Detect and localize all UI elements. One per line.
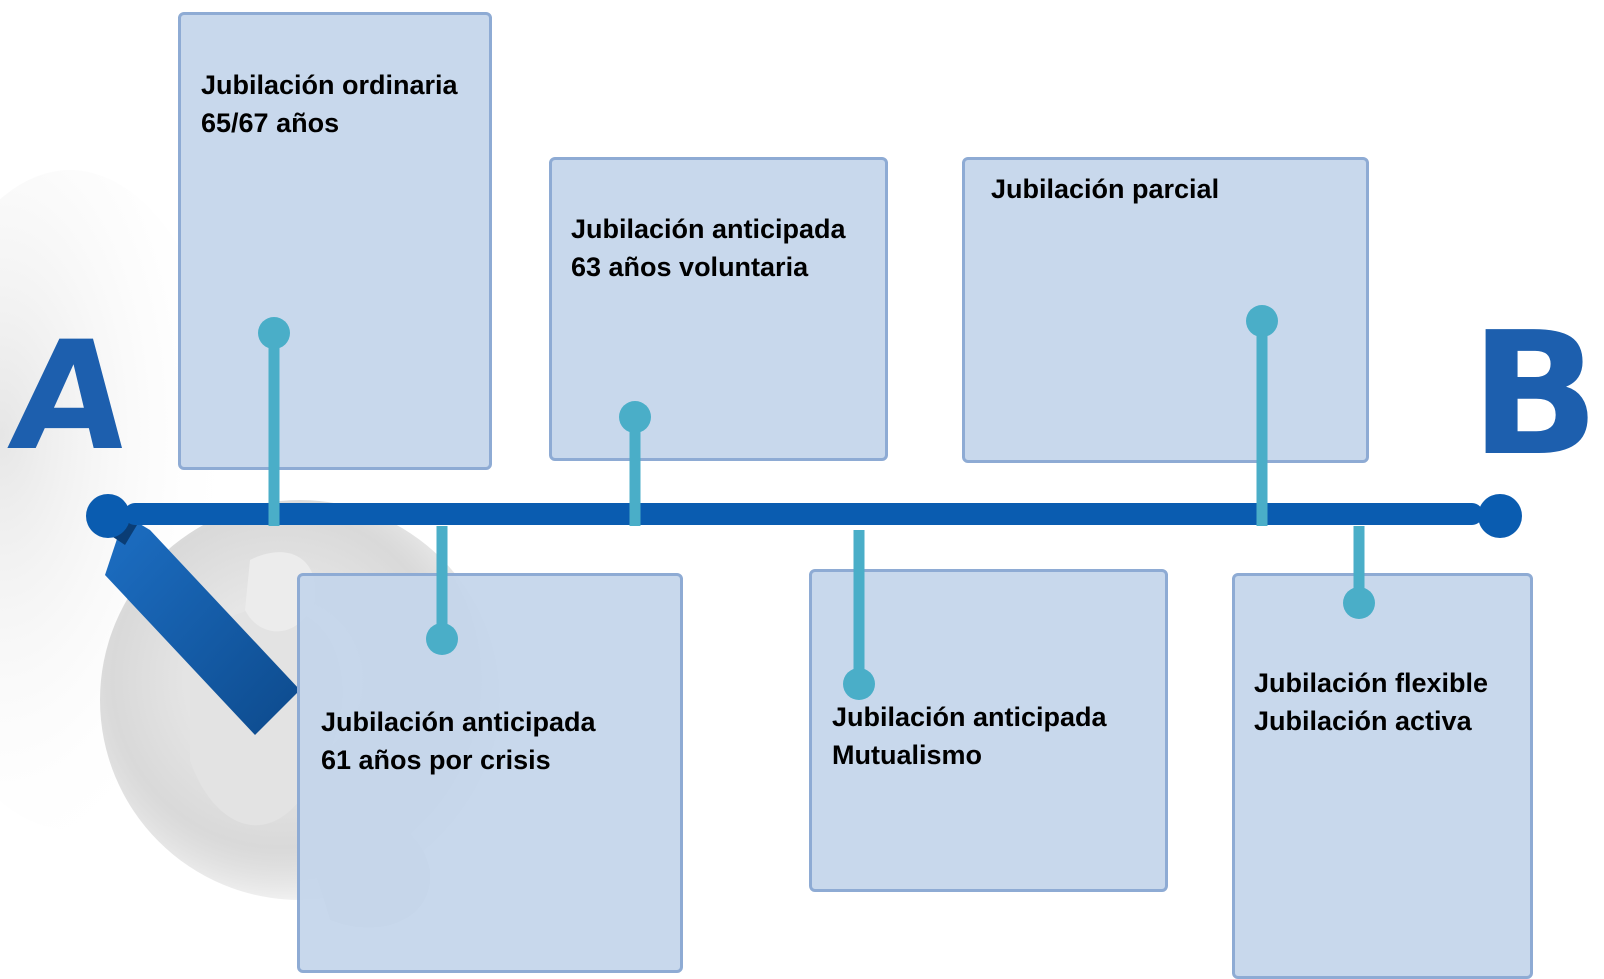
event-line: 63 años voluntaria — [571, 252, 809, 282]
event-line: Jubilación anticipada — [571, 214, 846, 244]
event-line: 65/67 años — [201, 108, 340, 138]
event-line: Jubilación anticipada — [321, 707, 596, 737]
event-card-anticipada-63 — [549, 157, 888, 461]
event-label-anticipada-61: Jubilación anticipada 61 años por crisis — [321, 703, 596, 779]
event-card-anticipada-61 — [297, 573, 683, 973]
event-label-anticipada-63: Jubilación anticipada 63 años voluntaria — [571, 210, 846, 286]
event-card-ordinaria — [178, 12, 492, 470]
event-card-parcial — [962, 157, 1369, 463]
event-card-flexible-activa — [1232, 573, 1533, 979]
connector-anticipada-63 — [619, 401, 651, 526]
timeline-start-dot — [86, 494, 130, 538]
event-label-flexible-activa: Jubilación flexible Jubilación activa — [1254, 664, 1488, 740]
event-label-ordinaria: Jubilación ordinaria 65/67 años — [201, 66, 458, 142]
end-letter: B — [1470, 296, 1600, 494]
event-line: Jubilación activa — [1254, 706, 1472, 736]
event-label-mutualismo: Jubilación anticipada Mutualismo — [832, 698, 1107, 774]
event-card-mutualismo — [809, 569, 1168, 892]
connector-flexible-activa — [1343, 526, 1375, 619]
connector-ordinaria — [258, 317, 290, 526]
event-line: Mutualismo — [832, 740, 983, 770]
timeline-end-dot — [1478, 494, 1522, 538]
event-line: 61 años por crisis — [321, 745, 551, 775]
connector-parcial — [1246, 305, 1278, 526]
event-line: Jubilación flexible — [1254, 668, 1489, 698]
event-line: Jubilación anticipada — [832, 702, 1107, 732]
connector-mutualismo — [843, 530, 875, 700]
event-label-parcial: Jubilación parcial — [991, 170, 1219, 208]
event-line: Jubilación ordinaria — [201, 70, 458, 100]
event-line: Jubilación parcial — [991, 174, 1220, 204]
connector-anticipada-61 — [426, 526, 458, 655]
